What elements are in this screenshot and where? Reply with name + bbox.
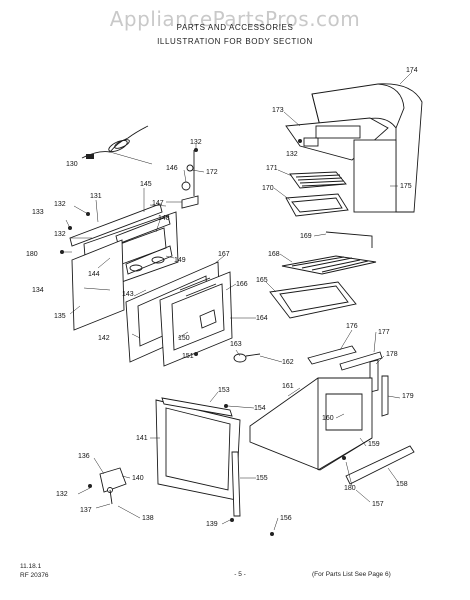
part-label-178: 178 bbox=[386, 351, 398, 358]
part-label-179: 179 bbox=[402, 393, 414, 400]
part-label-156: 156 bbox=[280, 515, 292, 522]
part-label-151: 151 bbox=[182, 353, 194, 360]
part-label-167: 167 bbox=[218, 251, 230, 258]
range-body-frame bbox=[249, 377, 373, 471]
part-label-132-hinge: 132 bbox=[56, 491, 68, 498]
part-label-132: 132 bbox=[286, 151, 298, 158]
part-labels: 174 173 132 175 171 170 169 168 165 176 … bbox=[26, 67, 418, 528]
part-label-144: 144 bbox=[88, 271, 100, 278]
part-label-134: 134 bbox=[32, 287, 44, 294]
part-label-160: 160 bbox=[322, 415, 334, 422]
part-label-175: 175 bbox=[400, 183, 412, 190]
part-label-138: 138 bbox=[142, 515, 154, 522]
part-label-154: 154 bbox=[254, 405, 266, 412]
burner-valve bbox=[233, 353, 261, 363]
part-label-168: 168 bbox=[268, 251, 280, 258]
side-trim bbox=[381, 375, 389, 417]
part-label-142: 142 bbox=[98, 335, 110, 342]
leader-lines bbox=[62, 71, 413, 531]
header-line-1: PARTS AND ACCESSORIES bbox=[177, 23, 294, 32]
header-line-2: ILLUSTRATION FOR BODY SECTION bbox=[157, 37, 313, 46]
part-label-148: 148 bbox=[158, 215, 170, 222]
part-label-159: 159 bbox=[368, 441, 380, 448]
part-label-163: 163 bbox=[230, 341, 242, 348]
part-label-133: 133 bbox=[32, 209, 44, 216]
footer-code-1: 11.18.1 bbox=[20, 563, 42, 570]
part-label-180-left: 180 bbox=[26, 251, 38, 258]
part-label-177: 177 bbox=[378, 329, 390, 336]
part-label-158: 158 bbox=[396, 481, 408, 488]
part-label-153: 153 bbox=[218, 387, 230, 394]
footer-code-2: RF 20376 bbox=[20, 572, 49, 579]
part-label-174: 174 bbox=[406, 67, 418, 74]
part-label-137: 137 bbox=[80, 507, 92, 514]
part-label-130: 130 bbox=[66, 161, 78, 168]
part-label-150: 150 bbox=[178, 335, 190, 342]
part-label-146: 146 bbox=[166, 165, 178, 172]
part-label-157: 157 bbox=[372, 501, 384, 508]
oven-bottom bbox=[269, 281, 357, 319]
part-label-147: 147 bbox=[152, 200, 164, 207]
part-label-149: 149 bbox=[174, 257, 186, 264]
broiler-grid bbox=[289, 171, 347, 189]
part-label-132-top: 132 bbox=[190, 139, 202, 146]
part-label-155: 155 bbox=[256, 475, 268, 482]
part-label-131: 131 bbox=[90, 193, 102, 200]
part-label-173: 173 bbox=[272, 107, 284, 114]
part-label-161: 161 bbox=[282, 383, 294, 390]
part-label-171: 171 bbox=[266, 165, 278, 172]
footer-note: (For Parts List See Page 6) bbox=[312, 571, 391, 578]
door-hinge bbox=[99, 467, 127, 505]
part-label-135: 135 bbox=[54, 313, 66, 320]
part-label-176: 176 bbox=[346, 323, 358, 330]
door-trim-strip bbox=[307, 345, 357, 365]
part-label-141: 141 bbox=[136, 435, 148, 442]
oven-door-inner bbox=[125, 261, 233, 367]
part-label-162: 162 bbox=[282, 359, 294, 366]
part-label-165: 165 bbox=[256, 277, 268, 284]
part-label-136: 136 bbox=[78, 453, 90, 460]
oven-door-outer bbox=[155, 397, 241, 517]
valve-fittings bbox=[181, 150, 199, 209]
part-label-143: 143 bbox=[122, 291, 134, 298]
power-cord bbox=[81, 125, 149, 159]
kick-plate bbox=[345, 445, 415, 485]
part-label-132-left-b: 132 bbox=[54, 231, 66, 238]
part-label-164: 164 bbox=[256, 315, 268, 322]
watermark: AppliancePartsPros.com bbox=[110, 7, 361, 31]
footer-page-number: - 5 - bbox=[234, 571, 246, 578]
rear-panel bbox=[353, 139, 397, 213]
part-label-180: 180 bbox=[344, 485, 356, 492]
side-panel bbox=[71, 239, 125, 331]
part-label-132-left: 132 bbox=[54, 201, 66, 208]
part-label-170: 170 bbox=[262, 185, 274, 192]
part-label-140: 140 bbox=[132, 475, 144, 482]
part-label-166: 166 bbox=[236, 281, 248, 288]
broiler-pan bbox=[285, 193, 349, 217]
part-label-145: 145 bbox=[140, 181, 152, 188]
part-label-169: 169 bbox=[300, 233, 312, 240]
part-label-139: 139 bbox=[206, 521, 218, 528]
part-label-172: 172 bbox=[206, 169, 218, 176]
oven-rack bbox=[281, 231, 377, 275]
